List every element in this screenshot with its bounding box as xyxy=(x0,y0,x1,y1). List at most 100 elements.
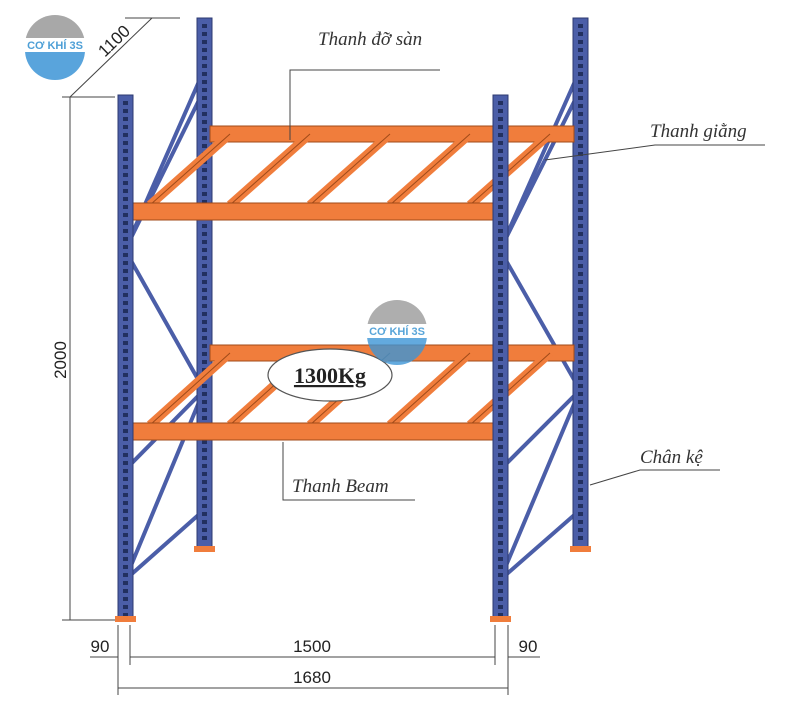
upright-hole xyxy=(498,557,503,561)
upright-hole xyxy=(202,88,207,92)
upright-hole xyxy=(498,325,503,329)
upright-hole xyxy=(578,400,583,404)
upright-hole xyxy=(578,240,583,244)
upright-hole xyxy=(578,520,583,524)
upright-hole xyxy=(123,101,128,105)
upright-hole xyxy=(202,224,207,228)
upright-foot xyxy=(194,546,215,552)
brace xyxy=(498,508,582,582)
upright-hole xyxy=(578,448,583,452)
upright-hole xyxy=(202,32,207,36)
logo-watermark-center: CƠ KHÍ 3S xyxy=(364,300,430,365)
upright-hole xyxy=(578,480,583,484)
upright-hole xyxy=(498,261,503,265)
upright-hole xyxy=(498,397,503,401)
upright-hole xyxy=(498,269,503,273)
upright-hole xyxy=(578,80,583,84)
upright-hole xyxy=(123,253,128,257)
upright-hole xyxy=(202,264,207,268)
upright-hole xyxy=(202,184,207,188)
upright-hole xyxy=(498,573,503,577)
upright-hole xyxy=(498,101,503,105)
upright-hole xyxy=(123,485,128,489)
upright-hole xyxy=(123,117,128,121)
upright-hole xyxy=(498,581,503,585)
upright-hole xyxy=(498,493,503,497)
front-uprights xyxy=(115,94,511,622)
upright-hole xyxy=(202,528,207,532)
upright-hole xyxy=(578,504,583,508)
upright-hole xyxy=(498,285,503,289)
upright-hole xyxy=(123,277,128,281)
upright-hole xyxy=(498,429,503,433)
upright-hole xyxy=(202,304,207,308)
upright-hole xyxy=(498,405,503,409)
upright-hole xyxy=(578,112,583,116)
upright-hole xyxy=(123,581,128,585)
upright-hole xyxy=(578,192,583,196)
back-beam xyxy=(209,125,575,143)
upright-hole xyxy=(578,24,583,28)
upright-hole xyxy=(578,224,583,228)
upright-hole xyxy=(578,144,583,148)
upright-hole xyxy=(123,189,128,193)
upright-hole xyxy=(498,389,503,393)
upright-hole xyxy=(498,141,503,145)
upright-hole xyxy=(498,173,503,177)
upright-hole xyxy=(578,248,583,252)
upright-hole xyxy=(123,365,128,369)
upright-hole xyxy=(578,272,583,276)
upright-hole xyxy=(498,565,503,569)
upright-foot xyxy=(570,546,591,552)
upright-hole xyxy=(202,440,207,444)
upright-hole xyxy=(123,437,128,441)
upright-hole xyxy=(578,464,583,468)
upright-hole xyxy=(202,392,207,396)
upright-hole xyxy=(498,477,503,481)
upright-hole xyxy=(123,509,128,513)
upright-hole xyxy=(123,445,128,449)
upright-hole xyxy=(498,333,503,337)
upright-hole xyxy=(498,149,503,153)
upright-hole xyxy=(498,133,503,137)
upright-hole xyxy=(123,397,128,401)
upright-hole xyxy=(498,253,503,257)
upright-hole xyxy=(498,605,503,609)
upright-hole xyxy=(123,149,128,153)
upright-hole xyxy=(202,336,207,340)
upright-hole xyxy=(498,381,503,385)
upright-foot xyxy=(115,616,136,622)
upright-hole xyxy=(578,40,583,44)
upright-hole xyxy=(202,344,207,348)
logo-watermark: CƠ KHÍ 3S xyxy=(22,15,88,80)
upright-front-left xyxy=(115,94,136,622)
upright-hole xyxy=(123,389,128,393)
upright-hole xyxy=(202,488,207,492)
brace xyxy=(123,89,206,251)
upright-hole xyxy=(202,448,207,452)
load-badge: 1300Kg xyxy=(267,348,393,402)
upright-hole xyxy=(123,525,128,529)
upright-hole xyxy=(498,437,503,441)
upright-hole xyxy=(578,440,583,444)
upright-hole xyxy=(123,125,128,129)
upright-hole xyxy=(498,485,503,489)
upright-hole xyxy=(123,221,128,225)
upright-hole xyxy=(123,357,128,361)
upright-hole xyxy=(498,541,503,545)
upright-hole xyxy=(202,288,207,292)
upright-hole xyxy=(578,208,583,212)
upright-hole xyxy=(123,477,128,481)
upright-hole xyxy=(202,64,207,68)
brace xyxy=(123,389,206,581)
upright-hole xyxy=(498,117,503,121)
upright-hole xyxy=(123,533,128,537)
upright-hole xyxy=(578,456,583,460)
upright-hole xyxy=(578,512,583,516)
upright-hole xyxy=(202,472,207,476)
upright-hole xyxy=(123,597,128,601)
upright-hole xyxy=(578,128,583,132)
upright-hole xyxy=(202,144,207,148)
upright-hole xyxy=(202,112,207,116)
upright-hole xyxy=(578,304,583,308)
